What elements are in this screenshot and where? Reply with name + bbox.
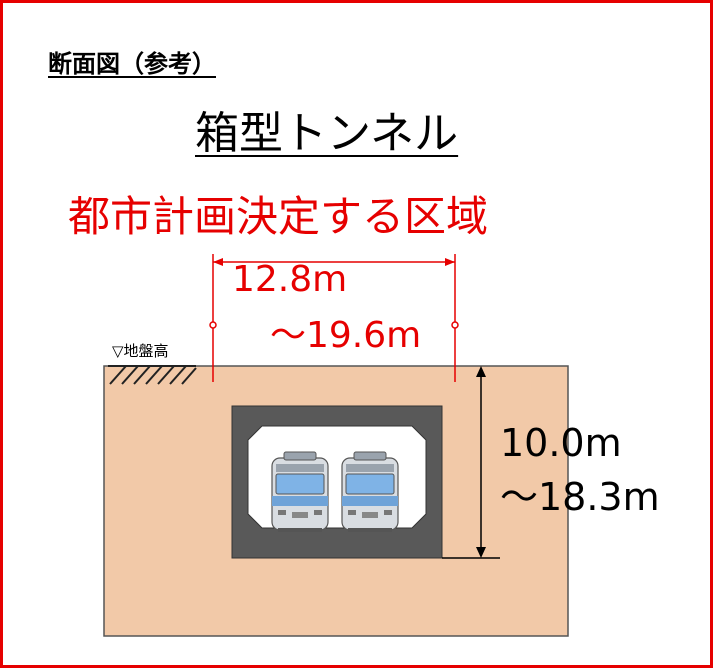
height-value-max: ～18.3m bbox=[500, 475, 660, 519]
ground-hatch-icon bbox=[108, 365, 197, 385]
diagram-heading: 断面図（参考） bbox=[48, 50, 216, 78]
tunnel-type-title: 箱型トンネル bbox=[195, 108, 459, 159]
width-value-max: ～19.6m bbox=[270, 315, 422, 356]
train-front-icon bbox=[271, 451, 329, 532]
train-front-icon bbox=[341, 451, 399, 532]
ground-level-label: ▽地盤高 bbox=[112, 342, 169, 360]
height-value-min: 10.0m bbox=[500, 421, 622, 465]
planning-area-label: 都市計画決定する区域 bbox=[68, 192, 489, 241]
width-dimension bbox=[209, 254, 459, 382]
width-value-min: 12.8m bbox=[232, 259, 348, 300]
height-dimension bbox=[442, 366, 500, 559]
